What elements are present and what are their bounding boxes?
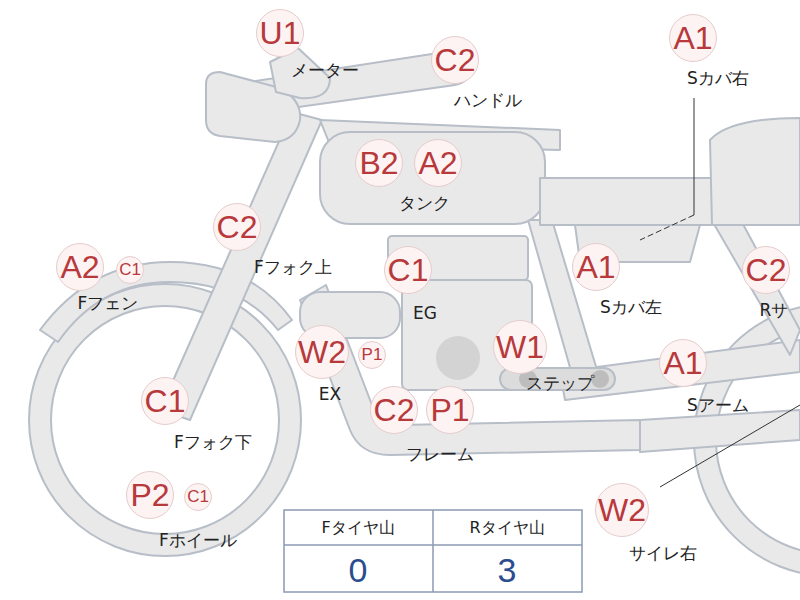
callout-circle: C1 [384,246,432,294]
callout-circle: A2 [414,139,462,187]
part-name: Sカバ右 [687,67,749,90]
callout-code: A1 [673,20,712,57]
callout-circle: A1 [659,339,707,387]
callout-code: W2 [598,492,646,529]
callout-code: P1 [430,392,469,429]
part-name: ステップ [526,372,594,395]
part-name: Sカバ左 [600,296,662,319]
part-name: Fフェン [78,292,139,315]
callout-code: C1 [187,487,209,507]
table-value: 0 [349,551,368,590]
callout-code: C2 [217,209,258,246]
callout-code: P2 [130,477,169,514]
callout-circle: P1 [426,386,474,434]
callout-code: C2 [746,252,787,289]
callout-circle: A1 [572,243,620,291]
callout-code: W1 [496,329,544,366]
callout-circle: W2 [595,483,649,537]
callout-code: A1 [576,249,615,286]
callout-circle: C1 [116,256,144,284]
part-name: EX [319,384,341,404]
callout-code: C1 [145,383,186,420]
callout-code: A2 [60,249,99,286]
callout-circle: C1 [184,483,212,511]
callout-code: P1 [362,345,383,365]
part-name: EG [413,303,437,323]
part-name: サイレ右 [629,542,697,565]
part-name: Sアーム [687,394,749,417]
callout-code: A2 [418,145,457,182]
callout-circle: C2 [742,246,790,294]
callout-code: U1 [260,15,301,52]
callout-code: C2 [435,42,476,79]
callout-code: A1 [663,345,702,382]
part-name: フレーム [406,443,474,466]
callout-code: B2 [359,145,398,182]
part-name: タンク [399,192,450,215]
part-name: Fホイール [159,529,237,552]
table-header: Fタイヤ山 [321,518,394,539]
callout-code: W2 [298,334,346,371]
callout-circle: U1 [256,9,304,57]
part-name: Fフォク下 [174,431,252,454]
callout-circle: A2 [56,243,104,291]
table-value: 3 [498,551,517,590]
callout-code: C1 [119,260,141,280]
callout-circle: W1 [493,320,547,374]
callout-code: C2 [374,392,415,429]
callout-circle: B2 [355,139,403,187]
part-name: ハンドル [454,89,522,112]
callout-circle: C2 [213,203,261,251]
callout-circle: A1 [669,14,717,62]
table-header: Rタイヤ山 [469,518,544,539]
part-name: Rサ [760,299,789,322]
callout-circle: P1 [358,341,386,369]
part-name: Fフォク上 [254,256,332,279]
callout-circle: C2 [370,386,418,434]
callout-circle: C1 [141,377,189,425]
callout-circle: P2 [126,471,174,519]
callout-circle: C2 [431,36,479,84]
callout-code: C1 [388,252,429,289]
callout-circle: W2 [295,325,349,379]
part-name: メーター [291,59,359,82]
